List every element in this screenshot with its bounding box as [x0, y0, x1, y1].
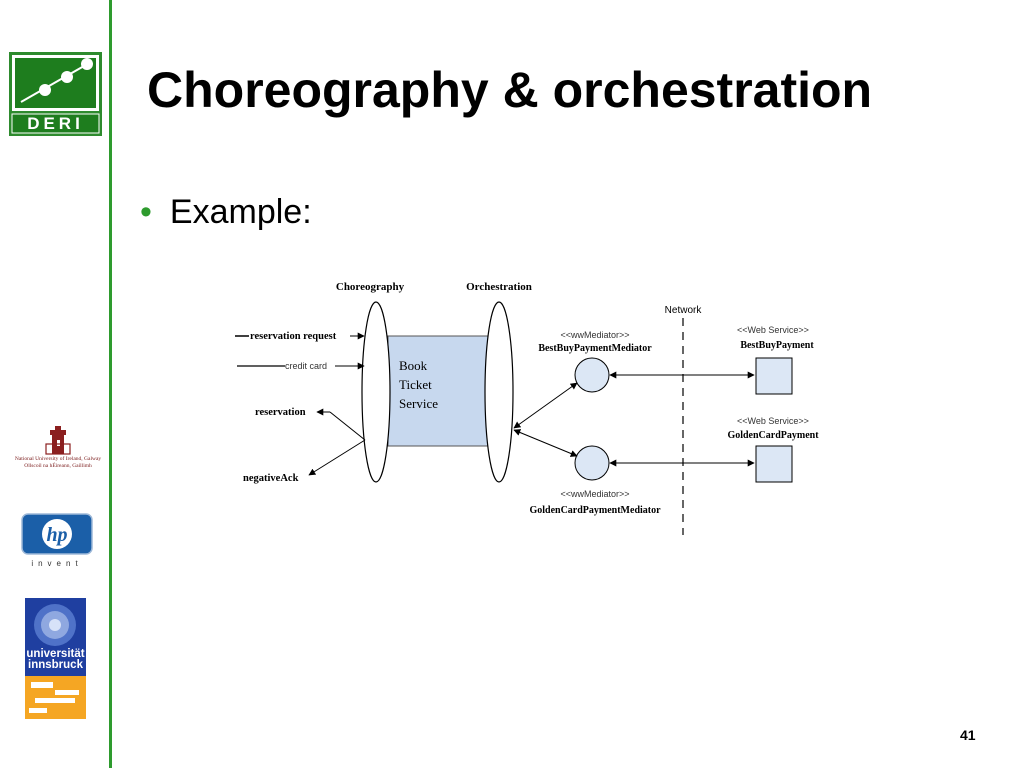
nui-galway-logo: National University of Ireland, Galway O… — [6, 426, 110, 474]
deri-logo: DERI — [9, 52, 102, 136]
orchestration-ellipse — [484, 301, 514, 483]
bullet-item: • Example: — [140, 192, 312, 232]
service-text-line-2: Ticket — [399, 377, 432, 392]
negative-ack-arrow — [308, 439, 366, 476]
msg-credit-card: credit card — [285, 361, 327, 371]
hp-badge-icon: hp — [21, 513, 93, 555]
service-text-line-3: Service — [399, 396, 438, 411]
network-label: Network — [665, 305, 703, 316]
mediator-stereotype-2: <<wwMediator>> — [560, 489, 629, 499]
mediator-name-2: GoldenCardPaymentMediator — [529, 505, 661, 516]
bestbuy-payment-box — [755, 357, 793, 395]
book-ticket-service-box — [387, 335, 489, 447]
uibk-line-1: universität — [26, 648, 85, 660]
castle-icon — [45, 426, 71, 455]
reservation-line — [329, 411, 366, 441]
ws-name-1: BestBuyPayment — [740, 340, 814, 351]
ws-name-2: GoldenCardPayment — [727, 430, 819, 441]
choreography-orchestration-diagram: Choreography Orchestration Network Book … — [235, 281, 819, 535]
ws-stereotype-2: <<Web Service>> — [737, 416, 809, 426]
orchestration-label: Orchestration — [466, 281, 532, 293]
orch-to-goldencard-arrow — [513, 429, 578, 457]
choreography-label: Choreography — [336, 281, 405, 293]
goldencard-payment-box — [755, 445, 793, 483]
mediator-stereotype-1: <<wwMediator>> — [560, 330, 629, 340]
bullet-text: Example: — [169, 193, 312, 231]
hp-tagline: invent — [31, 559, 83, 568]
bullet-dot-icon: • — [140, 193, 152, 231]
msg-negative-ack: negativeAck — [243, 473, 299, 484]
uibk-logo: universität innsbruck — [25, 598, 86, 719]
goldencard-mediator-circle — [574, 445, 610, 481]
ws-stereotype-1: <<Web Service>> — [737, 325, 809, 335]
mediator-name-1: BestBuyPaymentMediator — [538, 343, 652, 354]
bestbuy-mediator-circle — [574, 357, 610, 393]
hp-logo: hp invent — [21, 513, 93, 571]
galway-line-1: National University of Ireland, Galway — [14, 456, 102, 462]
uibk-line-2: innsbruck — [28, 659, 83, 671]
slide-title: Choreography & orchestration — [147, 62, 873, 118]
green-divider-line — [109, 0, 112, 768]
msg-reservation: reservation — [255, 407, 306, 418]
choreography-ellipse — [361, 301, 391, 483]
orch-to-bestbuy-arrow — [513, 382, 578, 429]
hp-logo-text: hp — [46, 524, 67, 546]
galway-line-2: Ollscoil na hÉireann, Gaillimh — [24, 462, 92, 469]
deri-logo-text: DERI — [27, 114, 84, 133]
uibk-emblem-icon — [25, 598, 86, 719]
page-number: 41 — [960, 727, 976, 743]
service-text-line-1: Book — [399, 358, 428, 373]
msg-reservation-request: reservation request — [250, 331, 337, 342]
